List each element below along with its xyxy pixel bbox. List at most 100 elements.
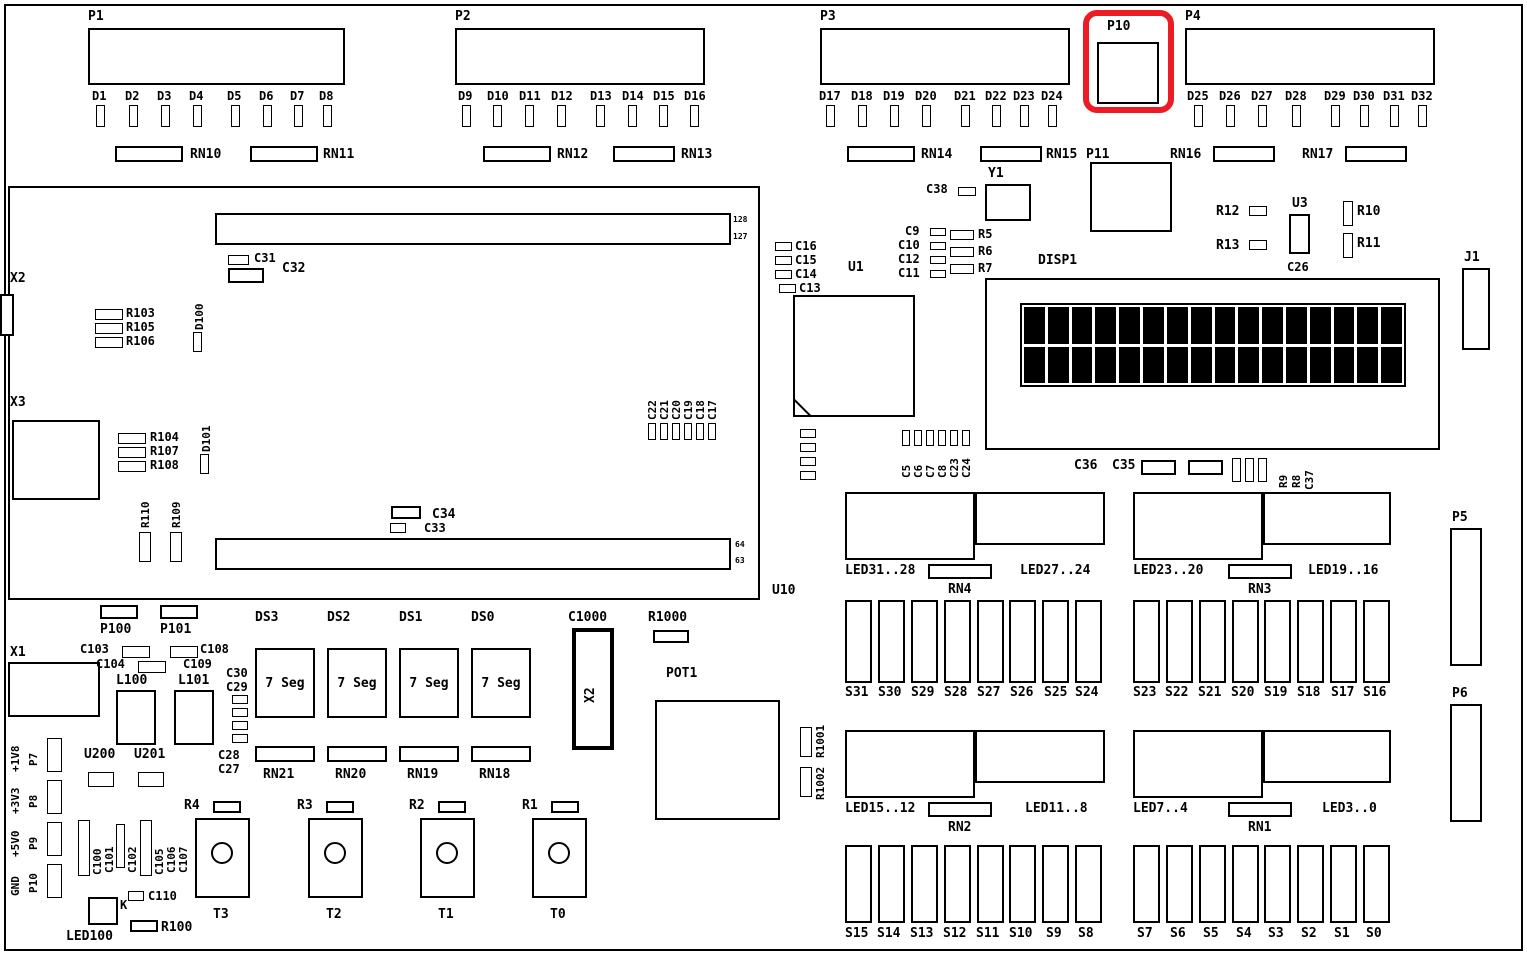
d1-label: D1 bbox=[92, 89, 107, 103]
d7-diode bbox=[294, 105, 303, 127]
l100-inductor bbox=[116, 690, 156, 745]
x2-edge-connector bbox=[0, 294, 14, 336]
s23-label: S23 bbox=[1133, 685, 1157, 700]
ds2-label: DS2 bbox=[327, 610, 351, 625]
d8-label: D8 bbox=[319, 89, 334, 103]
r4-label: R4 bbox=[184, 798, 200, 813]
s0-switch bbox=[1363, 845, 1390, 923]
d9-label: D9 bbox=[458, 89, 473, 103]
s7-label: S7 bbox=[1137, 926, 1153, 941]
lcd-cell bbox=[1309, 307, 1331, 344]
s20-switch bbox=[1232, 600, 1259, 683]
r2-res bbox=[438, 801, 466, 813]
p5-label: P5 bbox=[1452, 510, 1468, 525]
c20-vlabel: C20 bbox=[670, 400, 683, 420]
y1-crystal bbox=[985, 184, 1031, 221]
t2-button-cap bbox=[324, 842, 346, 864]
rn18-label: RN18 bbox=[479, 767, 511, 782]
c15-label: C15 bbox=[795, 253, 817, 267]
d28-label: D28 bbox=[1285, 89, 1307, 103]
s4-switch bbox=[1232, 845, 1259, 923]
rn16-label: RN16 bbox=[1170, 147, 1202, 162]
s29-label: S29 bbox=[911, 685, 935, 700]
p1-connector bbox=[88, 28, 345, 85]
r8-vlabel: R8 bbox=[1290, 474, 1303, 488]
c18-cap bbox=[696, 423, 704, 440]
c23-cap bbox=[950, 430, 958, 446]
p11-label: P11 bbox=[1086, 147, 1110, 162]
s30-switch bbox=[878, 600, 905, 683]
lcd-cell bbox=[1166, 307, 1188, 344]
c29-label: C29 bbox=[226, 680, 248, 694]
d31-label: D31 bbox=[1383, 89, 1405, 103]
r109-res bbox=[170, 532, 182, 562]
s6-switch bbox=[1166, 845, 1193, 923]
p4-label: P4 bbox=[1185, 9, 1201, 24]
c36-cap bbox=[1141, 460, 1176, 475]
lcd-cell bbox=[1214, 346, 1236, 383]
lcd-cell bbox=[1095, 307, 1117, 344]
p6-label: P6 bbox=[1452, 686, 1468, 701]
d11-diode bbox=[525, 105, 534, 127]
lcd-cell bbox=[1309, 346, 1331, 383]
d32-diode bbox=[1418, 105, 1427, 127]
pwr-p10-vlabel: P10 bbox=[27, 873, 40, 893]
r6-label: R6 bbox=[978, 244, 993, 258]
r11-label: R11 bbox=[1357, 236, 1381, 251]
ds0-7seg: 7 Seg bbox=[471, 648, 531, 718]
d13-diode bbox=[596, 105, 605, 127]
c1000-label: C1000 bbox=[568, 610, 608, 625]
c33-cap bbox=[390, 523, 406, 533]
s24-label: S24 bbox=[1075, 685, 1099, 700]
led15-12-label: LED15..12 bbox=[845, 801, 916, 816]
c14-cap bbox=[775, 270, 792, 279]
r1-res bbox=[551, 801, 579, 813]
c33-label: C33 bbox=[424, 521, 446, 535]
c108-label: C108 bbox=[200, 642, 229, 656]
s26-switch bbox=[1009, 600, 1036, 683]
c28-label: C28 bbox=[218, 748, 240, 762]
c9-cap bbox=[930, 228, 946, 236]
c13-label: C13 bbox=[799, 281, 821, 295]
d12-diode bbox=[557, 105, 566, 127]
led100-led bbox=[88, 897, 118, 925]
d17-diode bbox=[826, 105, 835, 127]
c26-label: C26 bbox=[1287, 260, 1309, 274]
c4-cap bbox=[800, 471, 816, 480]
r1001-res bbox=[800, 727, 812, 757]
lcd-cell bbox=[1381, 307, 1402, 344]
s5-switch bbox=[1199, 845, 1226, 923]
r3-label: R3 bbox=[297, 798, 313, 813]
d15-diode bbox=[659, 105, 668, 127]
c27-label: C27 bbox=[218, 762, 240, 776]
c16-label: C16 bbox=[795, 239, 817, 253]
d5-diode bbox=[231, 105, 240, 127]
c14-label: C14 bbox=[795, 267, 817, 281]
p11-connector bbox=[1090, 162, 1172, 232]
d14-diode bbox=[628, 105, 637, 127]
c102-vlabel: C102 bbox=[126, 846, 139, 874]
ds2-7seg-text: 7 Seg bbox=[337, 675, 377, 691]
d21-diode bbox=[961, 105, 970, 127]
c10-label: C10 bbox=[898, 238, 920, 252]
r10-res bbox=[1343, 201, 1353, 226]
r9-vlabel: R9 bbox=[1277, 474, 1290, 488]
ds1-label: DS1 bbox=[399, 610, 423, 625]
u3-label: U3 bbox=[1292, 196, 1308, 211]
s15-label: S15 bbox=[845, 926, 869, 941]
d15-label: D15 bbox=[653, 89, 675, 103]
s30-label: S30 bbox=[878, 685, 902, 700]
c36-label: C36 bbox=[1074, 458, 1098, 473]
d20-label: D20 bbox=[915, 89, 937, 103]
led7-4-label: LED7..4 bbox=[1133, 801, 1188, 816]
c11-label: C11 bbox=[898, 266, 920, 280]
d13-label: D13 bbox=[590, 89, 612, 103]
d20-diode bbox=[922, 105, 931, 127]
s11-switch bbox=[977, 845, 1004, 923]
c110-label: C110 bbox=[148, 889, 177, 903]
rn21-network bbox=[255, 746, 315, 762]
s31-switch bbox=[845, 600, 872, 683]
t1-button-cap bbox=[436, 842, 458, 864]
s12-label: S12 bbox=[943, 926, 967, 941]
c6-vlabel: C6 bbox=[912, 464, 925, 478]
